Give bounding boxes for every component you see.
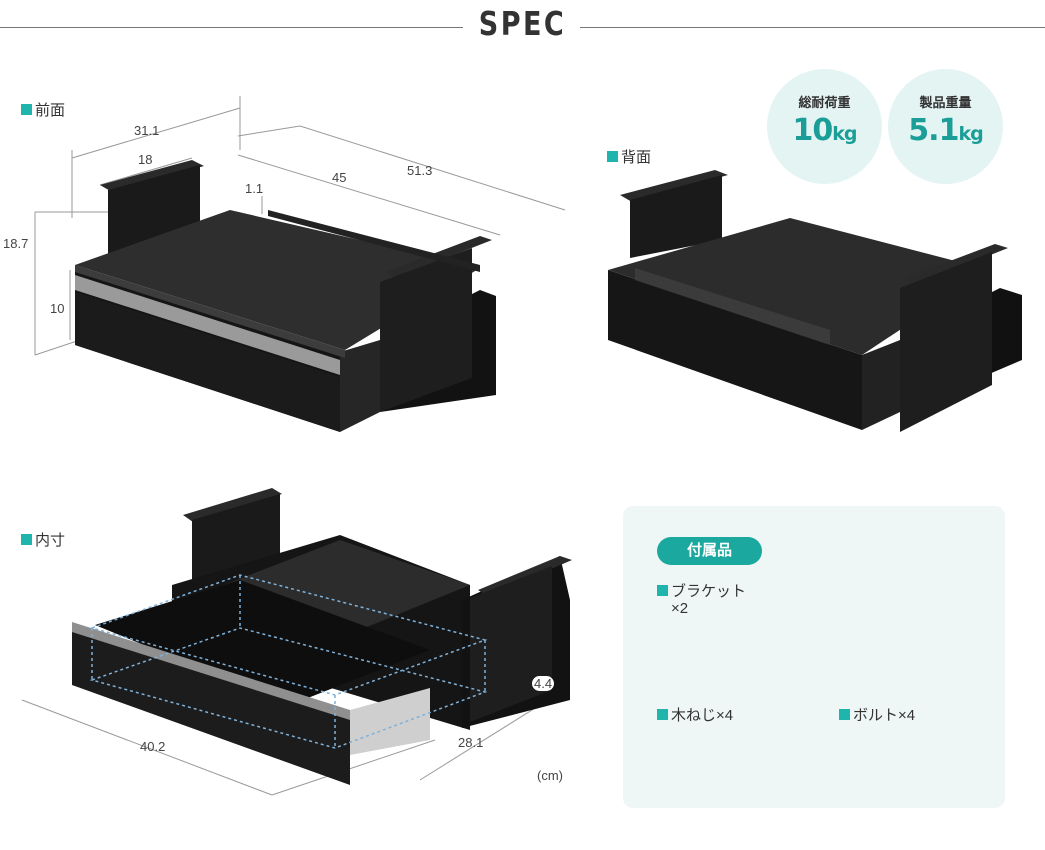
dim-10: 10	[50, 301, 65, 316]
dim-40-2: 40.2	[140, 739, 166, 754]
dim-18: 18	[138, 152, 153, 167]
bullet-square-icon	[657, 709, 668, 720]
product-weight-value: 5.1kg	[908, 113, 983, 148]
load-capacity-label: 総耐荷重	[798, 95, 851, 110]
dim-4-4: 4.4	[532, 676, 555, 691]
title-rule-right	[580, 27, 1045, 28]
product-weight-badge: 製品重量 5.1kg	[888, 69, 1003, 184]
page-title: SPEC	[478, 4, 567, 43]
bullet-square-icon	[657, 585, 668, 596]
back-view-label: 背面	[607, 146, 651, 167]
load-capacity-badge: 総耐荷重 10kg	[767, 69, 882, 184]
dim-31-1: 31.1	[134, 123, 160, 138]
front-view-label: 前面	[21, 99, 65, 120]
accessories-title: 付属品	[657, 537, 762, 565]
front-view-illustration	[34, 96, 566, 432]
inner-view-illustration	[21, 488, 572, 796]
bullet-square-icon	[839, 709, 850, 720]
wood-screw-label: 木ねじ×4	[657, 704, 733, 725]
bullet-square-icon	[21, 534, 32, 545]
bullet-square-icon	[21, 104, 32, 115]
dim-45: 45	[332, 170, 347, 185]
unit-label: (cm)	[537, 768, 563, 783]
title-rule-left	[0, 27, 463, 28]
dim-51-3: 51.3	[407, 163, 433, 178]
bullet-square-icon	[607, 151, 618, 162]
dim-28-1: 28.1	[458, 735, 484, 750]
inner-view-label: 内寸	[21, 529, 65, 550]
load-capacity-value: 10kg	[792, 113, 858, 148]
product-weight-label: 製品重量	[919, 95, 972, 110]
bracket-label: ブラケット	[657, 580, 746, 601]
dim-1-1: 1.1	[245, 181, 264, 196]
back-view-illustration	[608, 170, 1022, 432]
dim-18-7: 18.7	[3, 236, 29, 251]
bracket-quantity: ×2	[671, 600, 689, 617]
bolt-label: ボルト×4	[839, 704, 915, 725]
